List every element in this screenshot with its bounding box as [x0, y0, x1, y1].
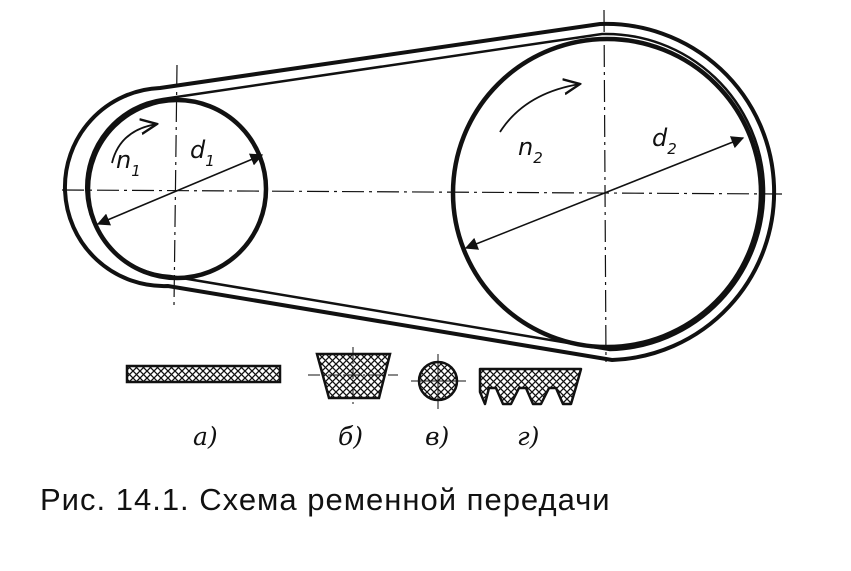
center-axes — [61, 9, 783, 363]
d1-subscript: 1 — [205, 152, 215, 170]
d2-label: d2 — [652, 124, 677, 158]
n2-label: n2 — [518, 133, 543, 167]
round-belt-section — [411, 354, 466, 409]
symbol-labels: n1 d1 n2 d2 — [116, 124, 677, 180]
section-label-b: б) — [338, 422, 363, 451]
large-pulley — [450, 36, 764, 350]
n2-rotation-arrow — [499, 84, 580, 133]
section-label-a: а) — [193, 422, 218, 451]
large-pulley-vertical-axis — [603, 9, 607, 363]
d1-letter: d — [190, 136, 206, 164]
v-belt-section — [308, 347, 398, 405]
d1-diameter-arrow — [96, 153, 264, 226]
d2-diameter-arrow — [464, 136, 745, 250]
section-labels: а) б) в) г) — [193, 422, 539, 451]
d2-letter: d — [652, 124, 668, 152]
n1-rotation-arrow — [111, 124, 157, 164]
poly-v-belt-section — [478, 367, 583, 406]
small-pulley — [85, 97, 269, 281]
belt-cross-sections — [125, 347, 583, 409]
belt-outer — [63, 21, 777, 363]
n2-subscript: 2 — [533, 149, 543, 167]
n2-letter: n — [518, 133, 533, 161]
n1-letter: n — [116, 146, 131, 174]
d1-label: d1 — [190, 136, 215, 170]
figure-caption: Рис. 14.1. Схема ременной передачи — [40, 482, 611, 517]
section-label-g: г) — [517, 422, 539, 451]
flat-belt-section — [125, 364, 282, 384]
n1-label: n1 — [116, 146, 141, 180]
n1-subscript: 1 — [131, 162, 141, 180]
d2-subscript: 2 — [667, 140, 677, 158]
section-label-v: в) — [425, 422, 449, 451]
